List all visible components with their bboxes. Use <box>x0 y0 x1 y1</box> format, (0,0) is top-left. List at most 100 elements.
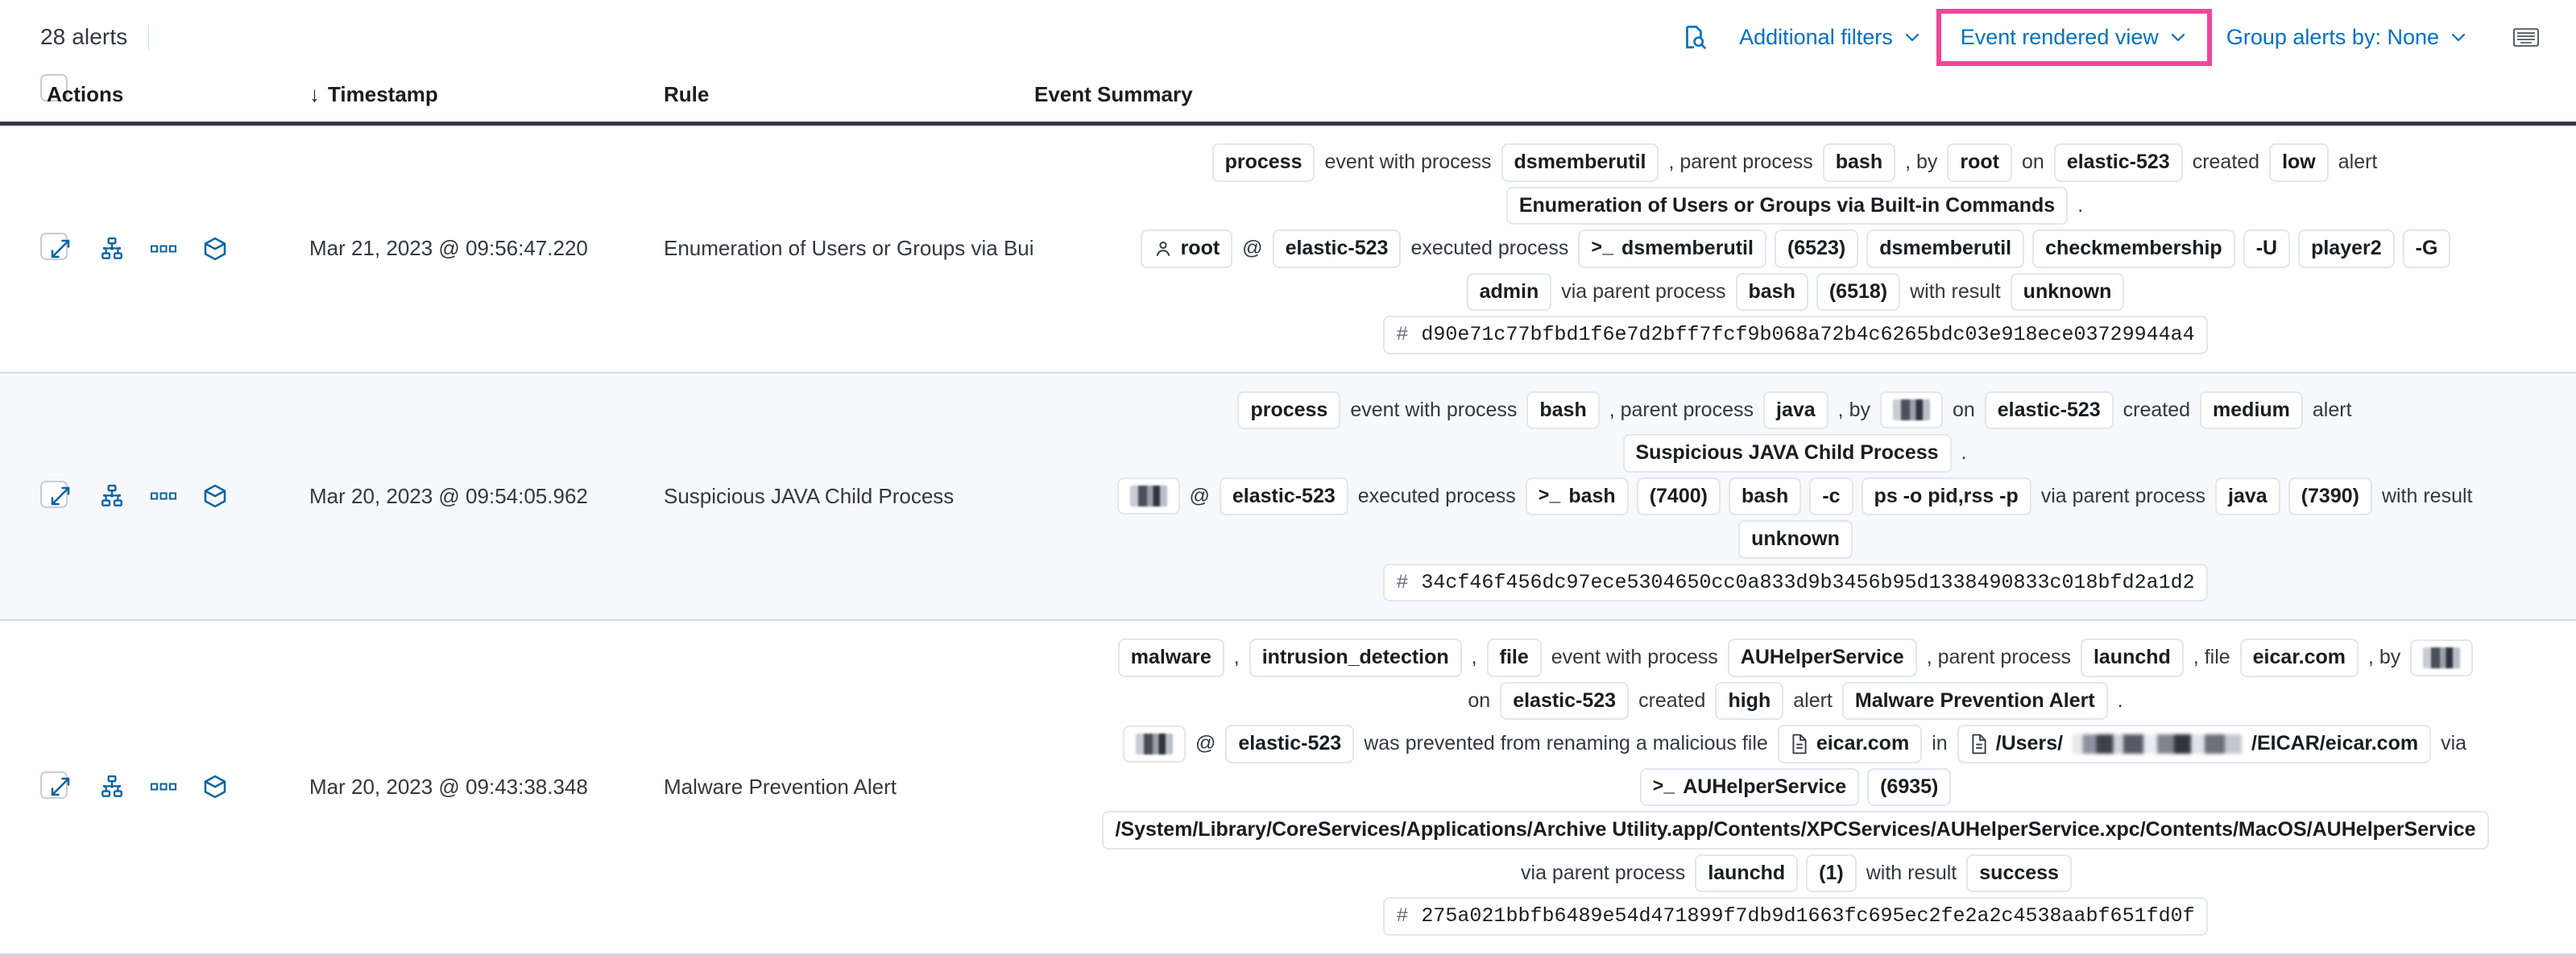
analyze-event-icon[interactable] <box>98 482 126 510</box>
summary-value-pill[interactable]: eicar.com <box>2239 639 2359 677</box>
summary-value-pill[interactable]: elastic-523 <box>1219 477 1348 515</box>
summary-value-pill[interactable]: -U <box>2243 229 2291 268</box>
summary-hash-pill[interactable]: #275a021bbfb6489e54d471899f7db9d1663fc69… <box>1383 897 2208 936</box>
summary-value-pill[interactable]: (1) <box>1806 854 1857 892</box>
summary-value-pill[interactable]: malware <box>1117 639 1224 677</box>
row-checkbox[interactable] <box>40 233 68 261</box>
additional-filters-label: Additional filters <box>1739 24 1893 49</box>
summary-hash-pill[interactable]: #d90e71c77bfbd1f6e7d2bff7fcf9b068a72b4c6… <box>1383 316 2208 354</box>
summary-value-pill[interactable]: (6935) <box>1867 767 1952 806</box>
summary-value-pill[interactable]: medium <box>2200 391 2303 429</box>
group-alerts-by-button[interactable]: Group alerts by: None <box>2215 19 2479 56</box>
summary-value-pill[interactable]: elastic-523 <box>1500 681 1630 720</box>
more-actions-icon[interactable] <box>150 773 177 800</box>
summary-value-pill[interactable]: low <box>2269 143 2329 182</box>
summary-user-pill[interactable]: root <box>1140 229 1233 268</box>
rule-cell: Enumeration of Users or Groups via Bui <box>664 124 1034 373</box>
more-actions-icon[interactable] <box>150 482 177 510</box>
summary-value-pill[interactable]: checkmembership <box>2032 229 2235 268</box>
expand-icon[interactable] <box>47 482 74 510</box>
summary-text: on <box>2022 151 2044 173</box>
analyze-event-icon[interactable] <box>98 235 126 263</box>
event-summary-header[interactable]: Event Summary <box>1034 82 1193 106</box>
chevron-down-icon <box>2168 27 2188 47</box>
toolbar-right-group: Additional filters Event rendered view G… <box>1675 8 2544 66</box>
summary-value-pill[interactable]: unknown <box>1738 520 1853 559</box>
summary-redacted-user-pill[interactable] <box>1116 478 1180 515</box>
summary-value-pill[interactable]: java <box>1763 391 1828 429</box>
summary-redacted-user-pill[interactable] <box>1122 725 1186 763</box>
summary-value-pill[interactable]: java <box>2215 477 2280 515</box>
summary-value-pill[interactable]: (6518) <box>1816 272 1901 311</box>
summary-value-pill[interactable]: bash <box>1822 143 1896 182</box>
summary-value-pill[interactable]: Enumeration of Users or Groups via Built… <box>1505 186 2069 225</box>
summary-value-pill[interactable]: (7400) <box>1636 477 1721 515</box>
summary-value-pill[interactable]: high <box>1715 681 1784 720</box>
summary-value-pill[interactable]: -G <box>2402 229 2451 268</box>
summary-file-path-pill[interactable]: /Users//EICAR/eicar.com <box>1957 725 2432 763</box>
expand-icon[interactable] <box>47 773 74 800</box>
timestamp-header[interactable]: ↓Timestamp <box>309 74 664 124</box>
rule-name[interactable]: Suspicious JAVA Child Process <box>664 483 955 508</box>
summary-value-pill[interactable]: ps -o pid,rss -p <box>1861 477 2031 515</box>
summary-value-pill[interactable]: elastic-523 <box>1984 391 2114 429</box>
summary-value-pill[interactable]: root <box>1947 143 2012 182</box>
session-view-icon[interactable] <box>201 482 229 510</box>
summary-hash-pill[interactable]: #34cf46f456dc97ece5304650cc0a833d9b3456b… <box>1383 563 2208 602</box>
summary-value-pill[interactable]: intrusion_detection <box>1249 639 1462 677</box>
hash-icon: # <box>1396 323 1409 346</box>
summary-value-pill[interactable]: -c <box>1809 477 1853 515</box>
summary-value-pill[interactable]: bash <box>1728 477 1802 515</box>
summary-value-pill[interactable]: /System/Library/CoreServices/Application… <box>1102 811 2489 850</box>
select-all-checkbox[interactable] <box>40 74 68 101</box>
redacted-value <box>1135 733 1173 754</box>
redacted-value <box>2423 647 2461 668</box>
summary-process-pill[interactable]: >_AUHelperService <box>1639 767 1860 806</box>
summary-value-pill[interactable]: elastic-523 <box>1225 725 1355 763</box>
summary-value-pill[interactable]: AUHelperService <box>1727 639 1917 677</box>
summary-redacted-user-pill[interactable] <box>1879 391 1943 429</box>
rule-header[interactable]: Rule <box>664 82 710 106</box>
summary-value-pill[interactable]: process <box>1237 391 1341 429</box>
summary-value-pill[interactable]: player2 <box>2298 229 2395 268</box>
keyboard-shortcuts-icon[interactable] <box>2508 19 2544 55</box>
summary-value-pill[interactable]: admin <box>1466 272 1552 311</box>
summary-value-pill[interactable]: file <box>1486 639 1542 677</box>
summary-value-pill[interactable]: elastic-523 <box>1272 229 1402 268</box>
summary-value-pill[interactable]: bash <box>1526 391 1600 429</box>
summary-value-pill[interactable]: launchd <box>1695 854 1799 892</box>
analyze-event-icon[interactable] <box>98 773 126 800</box>
session-view-icon[interactable] <box>201 773 229 800</box>
inspect-search-icon[interactable] <box>1675 18 1713 56</box>
session-view-icon[interactable] <box>201 235 229 263</box>
summary-process-pill[interactable]: >_dsmemberutil <box>1578 229 1766 268</box>
additional-filters-button[interactable]: Additional filters <box>1728 19 1933 56</box>
summary-value-pill[interactable]: dsmemberutil <box>1866 229 2025 268</box>
rule-name[interactable]: Malware Prevention Alert <box>664 774 897 799</box>
summary-value-pill[interactable]: process <box>1211 143 1315 182</box>
summary-value-pill[interactable]: dsmemberutil <box>1501 143 1659 182</box>
summary-value-pill[interactable]: bash <box>1735 272 1808 311</box>
summary-value-pill[interactable]: unknown <box>2010 272 2125 311</box>
summary-value-pill[interactable]: success <box>1966 854 2072 892</box>
summary-value-pill[interactable]: Malware Prevention Alert <box>1841 681 2108 720</box>
summary-value-pill[interactable]: (6523) <box>1774 229 1859 268</box>
more-actions-icon[interactable] <box>150 235 177 263</box>
event-rendered-view-button[interactable]: Event rendered view <box>1949 19 2199 56</box>
summary-value-pill[interactable]: (7390) <box>2288 477 2372 515</box>
summary-file-pill[interactable]: eicar.com <box>1777 725 1923 763</box>
rule-name[interactable]: Enumeration of Users or Groups via Bui <box>664 236 1034 261</box>
summary-value-pill[interactable]: Suspicious JAVA Child Process <box>1622 434 1952 473</box>
summary-process-pill[interactable]: >_bash <box>1525 477 1629 515</box>
actions-header: Actions <box>47 82 124 106</box>
summary-value-pill[interactable]: elastic-523 <box>2053 143 2183 182</box>
expand-icon[interactable] <box>47 235 74 263</box>
summary-redacted-user-pill[interactable] <box>2410 639 2474 676</box>
toolbar-divider <box>148 23 150 51</box>
summary-value-pill[interactable]: launchd <box>2080 639 2184 677</box>
